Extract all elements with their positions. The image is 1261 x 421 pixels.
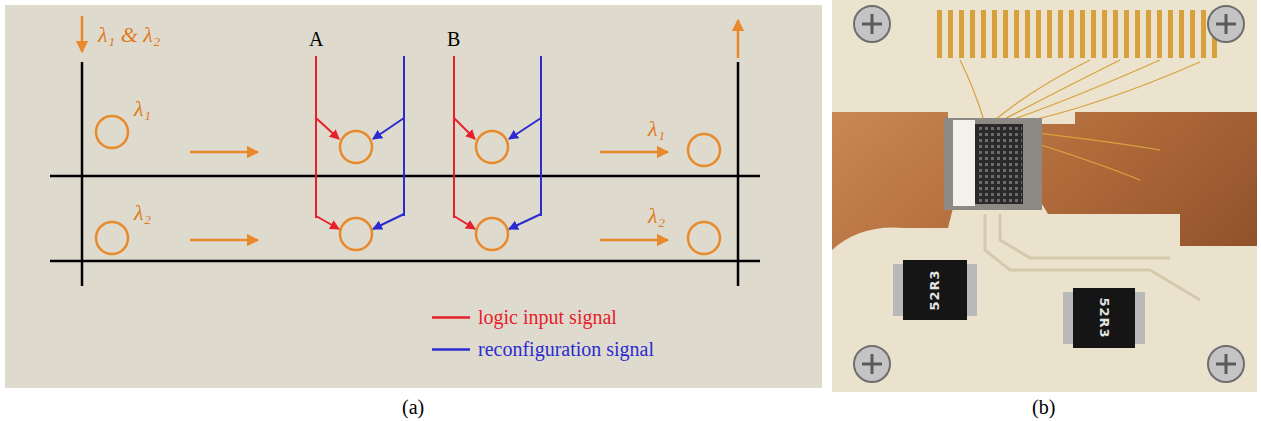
micro-rings (96, 116, 720, 254)
device-photo (832, 0, 1257, 392)
logic-input-name: A (309, 28, 323, 51)
resistor-marking: 52R3 (928, 269, 943, 310)
logic-input-name: B (447, 28, 460, 51)
wavelength-label: λ₁ (648, 116, 665, 141)
logic-input-wires (316, 56, 475, 229)
panel-label: (b) (1032, 396, 1055, 419)
wavelength-label: λ₁ & λ₂ (98, 22, 160, 47)
light-arrows (82, 16, 738, 240)
wavelength-label: λ₁ (134, 96, 151, 121)
panel-label: (a) (402, 396, 424, 419)
legend-text: logic input signal (478, 306, 617, 329)
wavelength-label: λ₂ (134, 200, 151, 225)
legend-line (432, 316, 470, 319)
panel-ground (5, 5, 822, 388)
legend-line (432, 348, 470, 351)
legend-text: reconfiguration signal (478, 338, 654, 361)
resistor-marking: 52R3 (1097, 297, 1112, 338)
reconfiguration-wires (373, 56, 541, 229)
wavelength-label: λ₂ (648, 203, 665, 228)
